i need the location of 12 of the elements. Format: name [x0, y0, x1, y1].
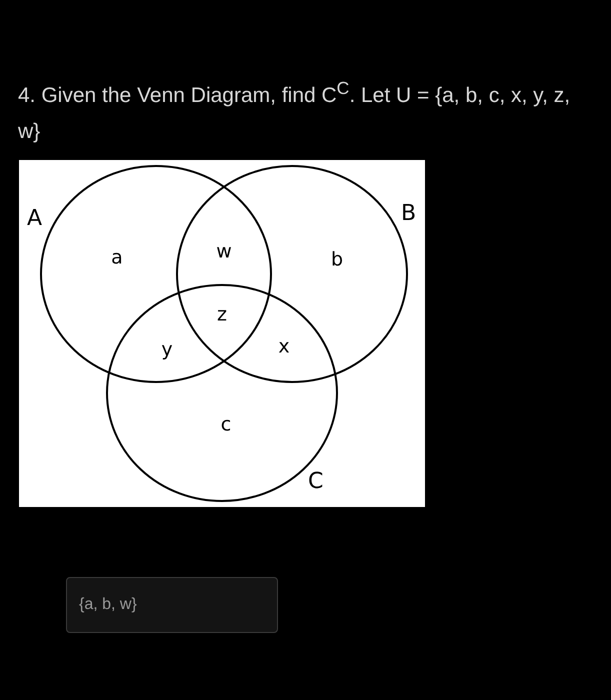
- answer-field: {a, b, w}: [66, 577, 278, 633]
- element-label: z: [217, 306, 227, 324]
- element-label: x: [278, 338, 290, 356]
- question-text: 4. Given the Venn Diagram, find C$^{C}$. Let U = {a, b, c, x, y, z, w}: [18, 77, 572, 145]
- element-label: c: [220, 416, 232, 434]
- set-label: C: [308, 471, 324, 493]
- element-label: a: [111, 248, 123, 268]
- set-label: B: [401, 203, 416, 225]
- element-label: w: [216, 242, 232, 262]
- element-label: y: [161, 340, 173, 360]
- element-label: b: [330, 250, 344, 270]
- set-label: A: [27, 208, 42, 230]
